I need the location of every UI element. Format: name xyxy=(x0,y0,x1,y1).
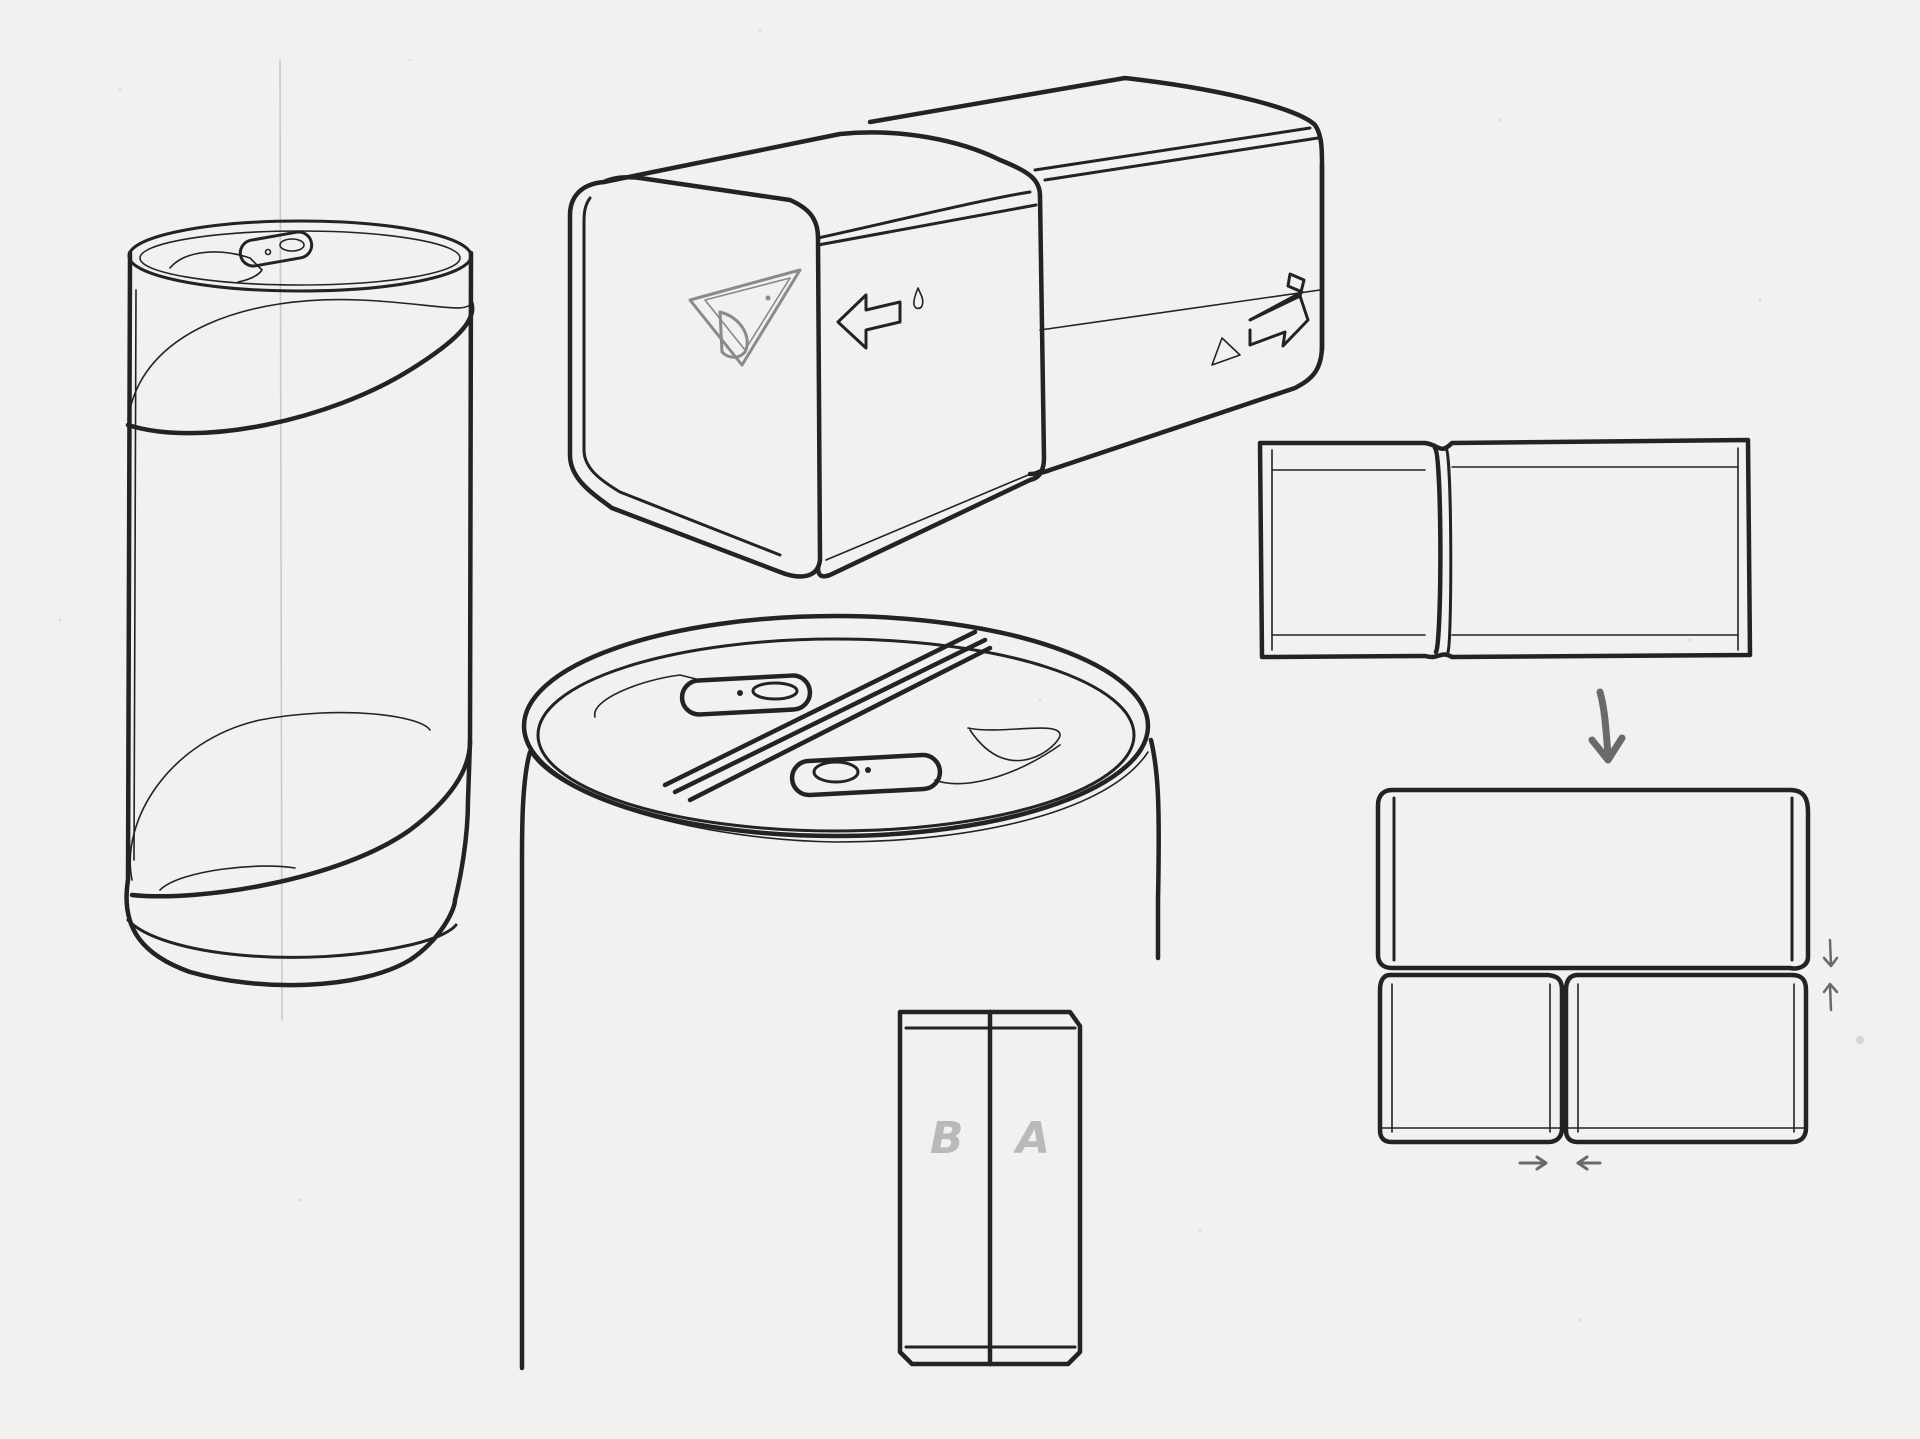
front-box-top xyxy=(601,130,1043,199)
flat-net-top xyxy=(1257,437,1753,660)
arrow-left-icon xyxy=(836,293,902,350)
can-side-panel: B A xyxy=(897,1009,1083,1367)
pull-tab xyxy=(169,230,314,283)
arrow-down-icon xyxy=(1588,688,1626,764)
upper-sleeve-edge xyxy=(125,299,475,436)
right-pull-tab xyxy=(789,727,1061,798)
front-box-side xyxy=(815,193,1047,579)
can-body-left xyxy=(519,749,533,1371)
arrow-right-icon xyxy=(1248,272,1310,348)
drop-icon xyxy=(913,287,924,310)
lid-divider xyxy=(662,629,993,803)
paper-texture xyxy=(58,28,1864,1322)
rear-box-outline xyxy=(867,75,1325,477)
tall-rotating-can xyxy=(124,59,475,1021)
arrow-right-small-icon xyxy=(1518,1155,1548,1171)
front-box-front-face xyxy=(567,174,823,579)
flat-net-folded xyxy=(1375,787,1811,1145)
construction-line xyxy=(279,59,283,1021)
fold-arrows xyxy=(1518,938,1839,1171)
pizza-slice-icon xyxy=(688,268,802,367)
can-left-wall xyxy=(125,250,133,883)
arrow-left-small-icon xyxy=(1576,1155,1602,1171)
can-body-right xyxy=(1148,737,1161,961)
arrow-down-small-icon xyxy=(1822,938,1839,968)
split-lid-can: B A xyxy=(519,613,1161,1371)
lower-sleeve-edge xyxy=(129,711,431,881)
compartment-label-left: B xyxy=(930,1113,964,1164)
can-lid-rim xyxy=(521,613,1151,839)
twin-square-boxes xyxy=(567,75,1325,579)
compartment-label-right: A xyxy=(1013,1113,1050,1164)
arrow-up-small-icon xyxy=(1822,982,1839,1012)
small-pizza-icon xyxy=(1211,337,1241,366)
left-pull-tab xyxy=(594,673,813,718)
can-right-wall xyxy=(467,250,474,745)
